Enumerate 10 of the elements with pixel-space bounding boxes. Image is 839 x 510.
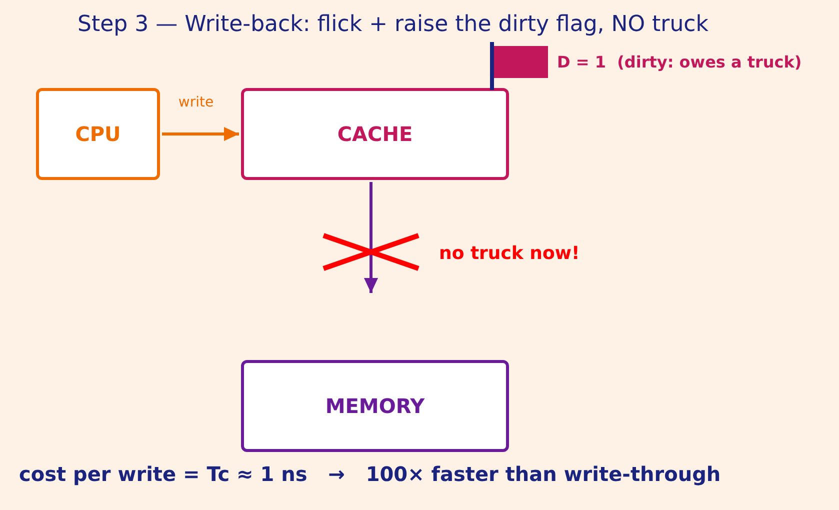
flag-label: D = 1 (dirty: owes a truck) <box>557 52 802 72</box>
process-box: MEMORY <box>241 360 509 452</box>
arrow <box>364 182 378 293</box>
process-box: CACHE <box>241 88 509 180</box>
process-box: CPU <box>36 88 160 180</box>
title: Step 3 — Write-back: flick + raise the dirty flag, NO truck <box>78 12 708 38</box>
summary-text: cost per write = Tc ≈ 1 ns → 100× faster than write-through <box>19 462 721 486</box>
edge-label: no truck now! <box>439 243 580 265</box>
edge-label: write <box>178 94 214 112</box>
arrow <box>162 127 239 141</box>
